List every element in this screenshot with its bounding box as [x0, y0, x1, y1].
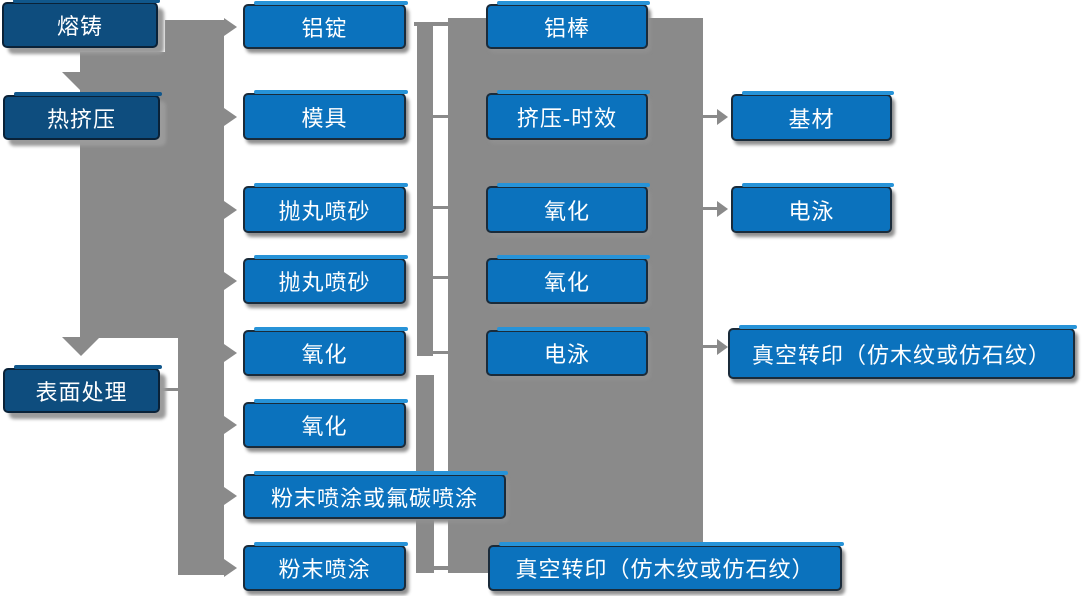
node-label: 氧化 — [543, 270, 590, 295]
arrow-to-aluminum-ingot — [224, 18, 237, 36]
node-surface-treatment: 表面处理 — [3, 365, 162, 413]
arrow-to-shot-blasting-1 — [224, 201, 237, 219]
line-to-base-material — [703, 115, 717, 118]
node-base-material: 基材 — [731, 91, 894, 141]
node-label: 粉末喷涂或氟碳喷涂 — [270, 485, 478, 511]
mid-stub-row3 — [433, 206, 448, 209]
node-mold: 模具 — [243, 90, 408, 140]
node-powder-or-fluorocarbon-coating: 粉末喷涂或氟碳喷涂 — [243, 471, 508, 519]
arrow-to-vacuum-transfer — [717, 339, 728, 355]
arrow-to-powder-fluorocarbon — [224, 487, 237, 505]
mid-stub-row5 — [433, 351, 448, 354]
mid-stub-bottom — [434, 566, 452, 570]
arrow-to-oxidation-1 — [224, 344, 237, 362]
down-arrow-to-hot-extrusion — [62, 72, 100, 91]
node-label: 铝棒 — [543, 15, 590, 41]
node-label: 熔铸 — [56, 14, 103, 39]
node-vacuum-transfer-print: 真空转印（仿木纹或仿石纹） — [728, 325, 1077, 379]
node-label: 挤压-时效 — [516, 105, 618, 131]
node-aluminum-rod: 铝棒 — [486, 1, 650, 49]
arrow-to-shot-blasting-2 — [224, 272, 237, 290]
line-to-electrophoresis-output — [703, 207, 717, 210]
left-band-lower — [178, 338, 224, 575]
node-label: 模具 — [301, 105, 348, 131]
node-powder-coating: 粉末喷涂 — [243, 542, 408, 591]
node-label: 氧化 — [543, 198, 590, 224]
node-melt-casting: 熔铸 — [2, 0, 160, 48]
node-label: 电泳 — [543, 342, 590, 367]
arrow-to-electrophoresis-output — [717, 201, 728, 217]
node-label: 氧化 — [301, 342, 348, 367]
node-label: 抛丸喷砂 — [278, 198, 371, 224]
node-oxidation-3: 氧化 — [486, 183, 650, 233]
node-label: 铝锭 — [301, 15, 348, 41]
node-label: 热挤压 — [46, 106, 116, 132]
node-shot-blasting-1: 抛丸喷砂 — [243, 183, 408, 233]
node-label: 粉末喷涂 — [278, 557, 371, 582]
arrow-to-powder-coating — [224, 559, 237, 577]
arrow-to-base-material — [717, 109, 728, 125]
node-label: 表面处理 — [35, 379, 128, 405]
node-label: 基材 — [788, 106, 835, 132]
node-electrophoresis: 电泳 — [486, 327, 650, 376]
node-electrophoresis-output: 电泳 — [731, 183, 894, 233]
node-vacuum-transfer-print-bottom: 真空转印（仿木纹或仿石纹） — [488, 542, 844, 591]
mid-band-upper — [417, 22, 433, 356]
line-to-vacuum-transfer — [703, 345, 717, 348]
node-shot-blasting-2: 抛丸喷砂 — [243, 255, 408, 304]
node-oxidation-2: 氧化 — [243, 399, 408, 448]
arrow-to-oxidation-2 — [224, 416, 237, 434]
surface-treatment-stub — [160, 388, 180, 391]
node-label: 氧化 — [301, 414, 348, 439]
arrow-to-mold — [224, 108, 237, 126]
node-label: 真空转印（仿木纹或仿石纹） — [751, 342, 1051, 368]
node-label: 抛丸喷砂 — [278, 270, 371, 295]
node-label: 电泳 — [788, 198, 835, 224]
mid-stub-row2 — [433, 115, 448, 118]
left-band-upper — [165, 20, 224, 338]
node-label: 真空转印（仿木纹或仿石纹） — [515, 557, 815, 582]
node-oxidation-4: 氧化 — [486, 255, 650, 304]
node-extrusion-aging: 挤压-时效 — [486, 90, 650, 140]
down-arrow-to-surface-treatment — [62, 337, 100, 356]
mid-stub-row1 — [414, 22, 448, 26]
mid-stub-row4 — [433, 276, 448, 279]
node-aluminum-ingot: 铝锭 — [243, 1, 408, 49]
node-oxidation-1: 氧化 — [243, 327, 408, 376]
node-hot-extrusion: 热挤压 — [3, 92, 162, 140]
